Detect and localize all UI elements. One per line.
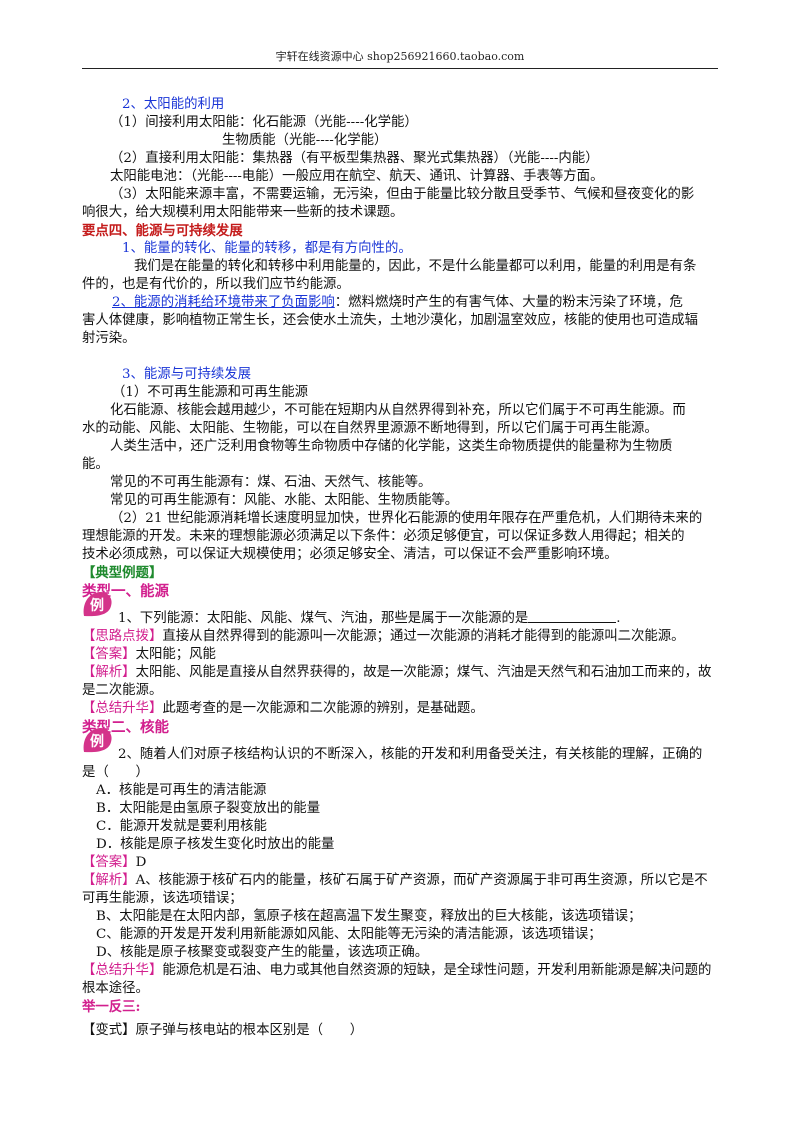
point4-s2-line-2: 害人体健康，影响植物正常生长，还会使水土流失，土地沙漠化，加剧温室效应，核能的使… xyxy=(82,313,698,328)
type2-explain-3: B、太阳能是在太阳内部，氢原子核在超高温下发生聚变，释放出的巨大核能，该选项错误… xyxy=(96,909,642,924)
point4-s3-line-3: 水的动能、风能、太阳能、生物能，可以在自然界里源源不断地得到，所以它们属于可再生… xyxy=(82,421,658,436)
point4-s3-line-1: （1）不可再生能源和可再生能源 xyxy=(112,385,308,400)
practice-variant: 【变式】原子弹与核电站的根本区别是（ ） xyxy=(82,1023,364,1038)
type1-hint-tag: 【思路点拨】 xyxy=(82,629,163,644)
solar-section-title: 2、太阳能的利用 xyxy=(122,97,225,112)
type2-answer-tag: 【答案】 xyxy=(82,855,136,870)
point4-s3-line-9: 理想能源的开发。未来的理想能源必须满足以下条件：必须足够便宜，可以保证多数人用得… xyxy=(82,529,685,544)
type1-summary-tag: 【总结升华】 xyxy=(82,701,163,716)
point4-s1-line-2: 件的，也是有代价的，所以我们应节约能源。 xyxy=(82,277,350,292)
point4-s2-line-3: 射污染。 xyxy=(82,331,136,346)
point4-s1-line-1: 我们是在能量的转化和转移中利用能量的，因此，不是什么能量都可以利用，能量的利用是… xyxy=(134,259,697,274)
page-header: 宇轩在线资源中心 shop256921660.taobao.com xyxy=(82,50,718,69)
type2-question-2: 是（ ） xyxy=(82,765,149,780)
point4-s3-line-7: 常见的可再生能源有：风能、水能、太阳能、生物质能等。 xyxy=(110,493,459,508)
type2-explain-2: 可再生能源，该选项错误； xyxy=(82,891,243,906)
example-badge-label: 例 xyxy=(90,597,104,614)
type1-explain-2: 是二次能源。 xyxy=(82,683,163,698)
type1-hint: 直接从自然界得到的能源叫一次能源；通过一次能源的消耗才能得到的能源叫二次能源。 xyxy=(162,629,685,644)
type2-option-b: B．太阳能是由氢原子裂变放出的能量 xyxy=(96,801,321,816)
solar-line-3: （2）直接利用太阳能：集热器（有平板型集热器、聚光式集热器）（光能----内能） xyxy=(110,151,599,166)
type1-answer: 太阳能；风能 xyxy=(135,647,216,662)
type2-option-a: A．核能是可再生的清洁能源 xyxy=(96,783,267,798)
type2-explain-4: C、能源的开发是开发利用新能源如风能、太阳能等无污染的清洁能源，该选项错误； xyxy=(96,927,602,942)
point4-s3-title: 3、能源与可持续发展 xyxy=(122,367,252,382)
practice-title: 举一反三: xyxy=(82,999,141,1015)
point4-s3-line-5: 能。 xyxy=(82,457,109,472)
solar-line-1: （1）间接利用太阳能：化石能源（光能----化学能） xyxy=(110,115,418,130)
type2-option-d: D．核能是原子核发生变化时放出的能量 xyxy=(96,837,335,852)
answer-blank xyxy=(528,610,617,623)
example-badge-icon: 例 xyxy=(83,728,112,753)
type1-summary: 此题考查的是一次能源和二次能源的辨别，是基础题。 xyxy=(162,701,484,716)
type2-summary-tag: 【总结升华】 xyxy=(82,963,163,978)
point4-title: 要点四、能源与可持续发展 xyxy=(82,223,243,239)
type1-explain-1: 太阳能、风能是直接从自然界获得的，故是一次能源；煤气、汽油是天然气和石油加工而来… xyxy=(135,665,712,680)
point4-s3-line-2: 化石能源、核能会越用越少，不可能在短期内从自然界得到补充，所以它们属于不可再生能… xyxy=(110,403,686,418)
type2-summary-1: 能源危机是石油、电力或其他自然资源的短缺，是全球性问题，开发利用新能源是解决问题… xyxy=(162,963,712,978)
type1-explain-tag: 【解析】 xyxy=(82,665,136,680)
solar-line-4: 太阳能电池：（光能----电能）一般应用在航空、航天、通讯、计算器、手表等方面。 xyxy=(110,169,604,184)
type2-explain-tag: 【解析】 xyxy=(82,873,136,888)
type2-question-text: 2、随着人们对原子核结构认识的不断深入，核能的开发和利用备受关注，有关核能的理解… xyxy=(118,747,703,762)
type1-answer-tag: 【答案】 xyxy=(82,647,136,662)
type1-title: 类型一、能源 xyxy=(82,583,169,600)
type2-question: 例 2、随着人们对原子核结构认识的不断深入，核能的开发和利用备受关注，有关核能的… xyxy=(82,728,722,764)
point4-s2-rest: ：燃料燃烧时产生的有害气体、大量的粉末污染了环境，危 xyxy=(334,295,683,310)
example-badge-label: 例 xyxy=(90,733,104,750)
header-title: 宇轩在线资源中心 shop256921660.taobao.com xyxy=(275,50,525,63)
type1-question: 例 1、下列能源：太阳能、风能、煤气、汽油，那些是属于一次能源的是. xyxy=(82,592,722,628)
point4-s2-heading: 2、能源的消耗给环境带来了负面影响 xyxy=(112,295,335,310)
type2-title: 类型二、核能 xyxy=(82,719,169,736)
type2-explain-5: D、核能是原子核聚变或裂变产生的能量，该选项正确。 xyxy=(96,945,429,960)
examples-title: 【典型例题】 xyxy=(82,565,163,581)
point4-s1-title: 1、能量的转化、能量的转移，都是有方向性的。 xyxy=(122,241,412,256)
point4-s3-line-8: （2）21 世纪能源消耗增长速度明显加快，世界化石能源的使用年限存在严重危机，人… xyxy=(110,511,703,526)
type2-summary-2: 根本途径。 xyxy=(82,981,149,996)
type2-option-c: C．能源开发就是要利用核能 xyxy=(96,819,267,834)
example-badge-icon: 例 xyxy=(83,592,112,617)
type2-explain-1: A、核能源于核矿石内的能量，核矿石属于矿产资源，而矿产资源属于非可再生资源，所以… xyxy=(135,873,708,888)
point4-s3-line-10: 技术必须成熟，可以保证大规模使用；必须足够安全、清洁，可以保证不会严重影响环境。 xyxy=(82,547,618,562)
solar-line-2: 生物质能（光能----化学能） xyxy=(222,133,388,148)
solar-line-5: （3）太阳能来源丰富，不需要运输，无污染，但由于能量比较分散且受季节、气候和昼夜… xyxy=(110,187,695,202)
type2-answer: D xyxy=(135,855,147,870)
solar-line-6: 响很大，给大规模利用太阳能带来一些新的技术课题。 xyxy=(82,205,404,220)
type1-question-text: 1、下列能源：太阳能、风能、煤气、汽油，那些是属于一次能源的是 xyxy=(118,611,529,626)
point4-s3-line-4: 人类生活中，还广泛利用食物等生命物质中存储的化学能，这类生命物质提供的能量称为生… xyxy=(110,439,673,454)
document-body: 2、太阳能的利用 （1）间接利用太阳能：化石能源（光能----化学能） 生物质能… xyxy=(82,96,722,1040)
point4-s3-line-6: 常见的不可再生能源有：煤、石油、天然气、核能等。 xyxy=(110,475,432,490)
